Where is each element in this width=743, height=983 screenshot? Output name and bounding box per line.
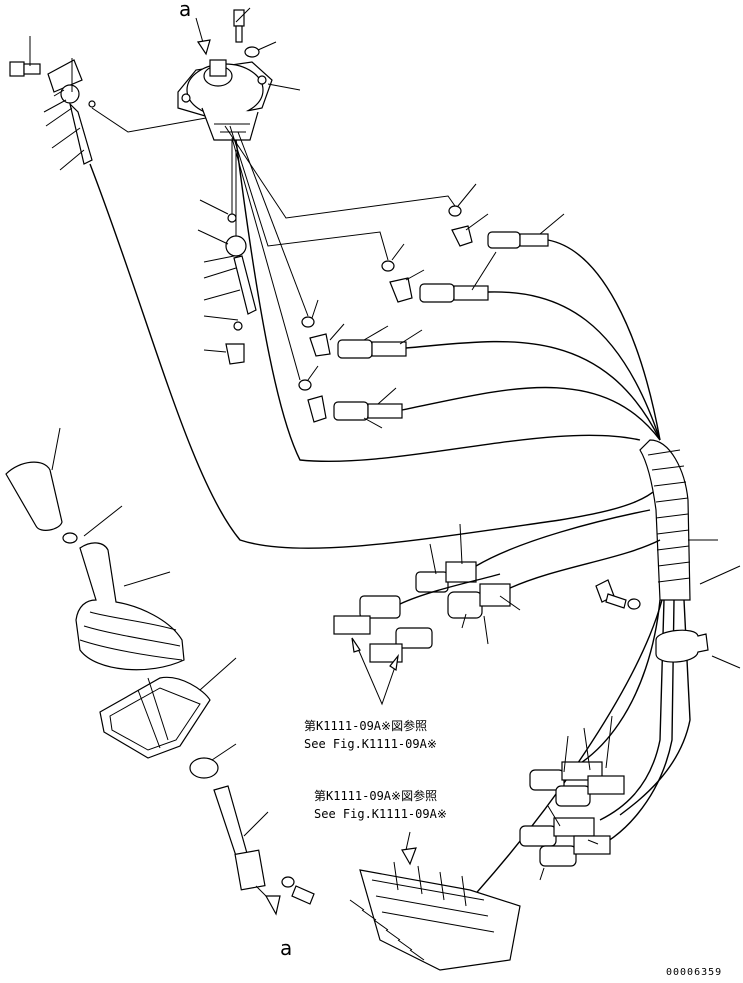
coupler-group [333, 509, 661, 663]
ref-marker-top: a [179, 0, 191, 21]
ref-note-1-en: See Fig.K1111-09A※ [304, 737, 437, 751]
hose-bundle [469, 439, 691, 901]
lever-rod [189, 757, 281, 916]
hose-clamp [655, 629, 709, 663]
bolt-icon [595, 579, 627, 609]
lever-knob-icon [5, 461, 78, 544]
drawing-number: 00006359 [666, 967, 722, 978]
hose-fitting-icon [301, 316, 407, 359]
coupler-group [519, 761, 625, 867]
bolt-icon [281, 876, 315, 905]
ref-note-1-jp: 第K1111-09A※図参照 [304, 718, 427, 733]
hose-fitting-icon [448, 205, 549, 249]
washer-icon [244, 46, 260, 58]
boot-frame [99, 676, 211, 759]
hose-line [235, 139, 641, 463]
callout-leaders [29, 7, 741, 881]
bracket-plate [47, 59, 83, 93]
pilot-valve-assembly [177, 59, 273, 141]
hose-fitting-icon [381, 260, 489, 303]
ref-note-2-jp: 第K1111-09A※図参照 [314, 788, 437, 803]
boot-icon [75, 542, 185, 671]
bolt-icon [233, 9, 245, 43]
washer-icon [627, 598, 641, 610]
bolt-icon [9, 61, 41, 77]
hose-fitting-icon [298, 379, 403, 423]
ref-marker-bottom: a [280, 936, 292, 960]
ref-note-2-en: See Fig.K1111-09A※ [314, 807, 447, 821]
manifold-block [349, 861, 521, 971]
hose-line [89, 163, 671, 549]
